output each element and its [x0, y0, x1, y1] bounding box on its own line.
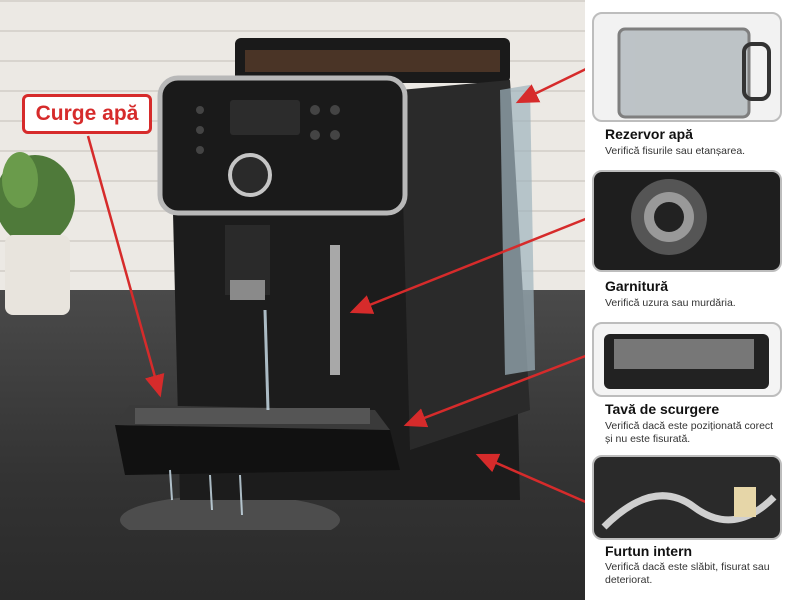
item-title-drip-tray: Tavă de scurgere: [605, 401, 720, 417]
item-title-internal-hose: Furtun intern: [605, 543, 693, 559]
item-desc-drip-tray: Verifică dacă este poziționată corect și…: [605, 420, 774, 445]
item-desc-water-tank: Verifică fisurile sau etanșarea.: [605, 145, 746, 157]
leak-callout-label: Curge apă: [22, 94, 152, 134]
gasket-thumbnail: [592, 170, 782, 272]
item-desc-gasket: Verifică uzura sau murdăria.: [605, 297, 736, 309]
item-desc-internal-hose: Verifică dacă este slăbit, fisurat sau d…: [605, 561, 770, 586]
item-title-water-tank: Rezervor apă: [605, 126, 693, 142]
plant-image: [0, 152, 75, 315]
water-tank-thumbnail: [592, 12, 782, 122]
coffee-machine-image: [115, 38, 535, 530]
internal-hose-thumbnail: [592, 455, 782, 540]
item-title-gasket: Garnitură: [605, 278, 669, 294]
drip-tray-thumbnail: [592, 322, 782, 397]
